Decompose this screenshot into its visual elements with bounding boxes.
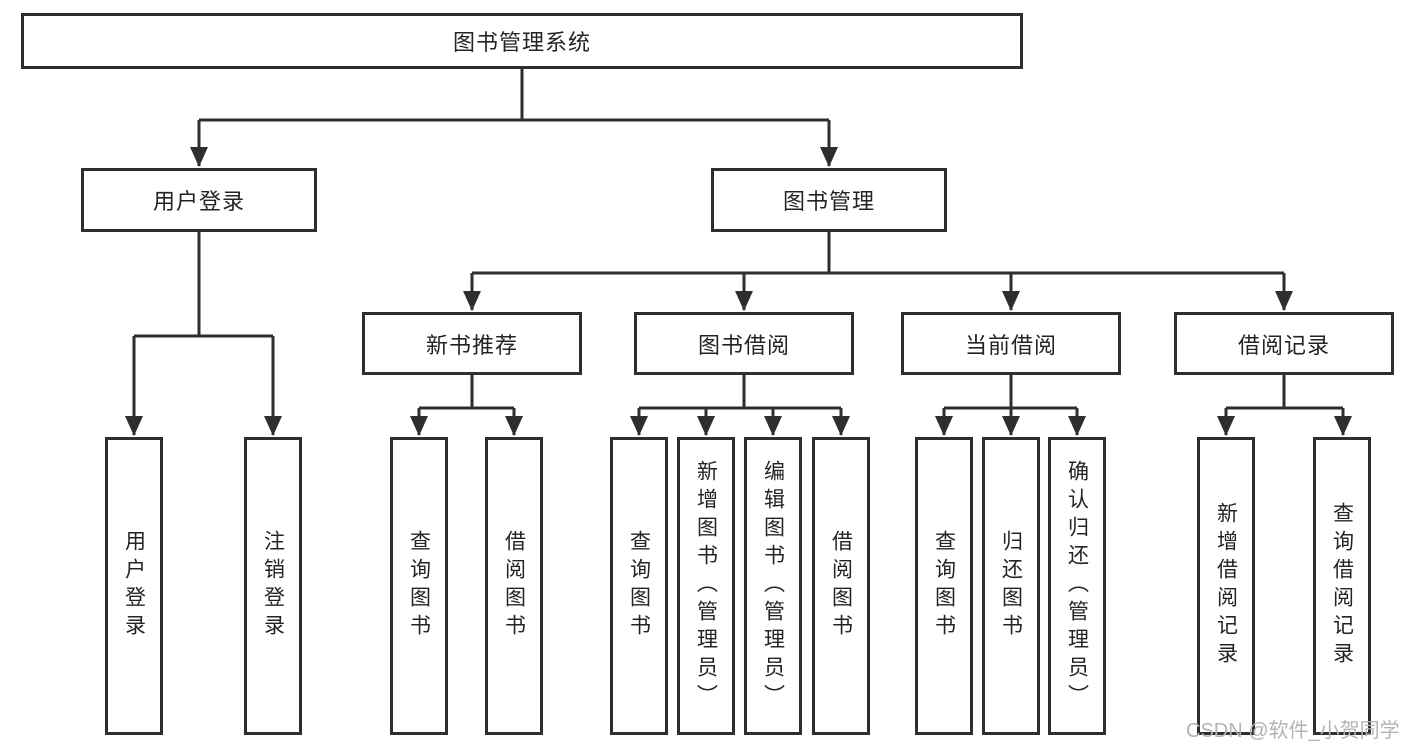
node-book-borrowing: 图书借阅	[634, 312, 854, 375]
node-edit-books-admin: 编辑图书（管理员）	[744, 437, 802, 735]
node-borrow-books-borrowing: 借阅图书	[812, 437, 870, 735]
node-query-books-borrowing: 查询图书	[610, 437, 668, 735]
node-confirm-return-admin: 确认归还（管理员）	[1048, 437, 1106, 735]
node-return-books: 归还图书	[982, 437, 1040, 735]
node-user-login-leaf: 用户登录	[105, 437, 163, 735]
node-query-books-newbook: 查询图书	[390, 437, 448, 735]
node-current-borrowing: 当前借阅	[901, 312, 1121, 375]
node-query-borrow-record: 查询借阅记录	[1313, 437, 1371, 735]
node-add-books-admin: 新增图书（管理员）	[677, 437, 735, 735]
node-logout-leaf: 注销登录	[244, 437, 302, 735]
node-borrow-books-newbook: 借阅图书	[485, 437, 543, 735]
node-borrow-records: 借阅记录	[1174, 312, 1394, 375]
node-user-login-branch: 用户登录	[81, 168, 317, 232]
node-query-books-current: 查询图书	[915, 437, 973, 735]
node-book-management-branch: 图书管理	[711, 168, 947, 232]
node-new-book-recommendation: 新书推荐	[362, 312, 582, 375]
csdn-watermark: CSDN @软件_小贺同学	[1186, 720, 1400, 742]
node-root-library-system: 图书管理系统	[21, 13, 1023, 69]
node-add-borrow-record: 新增借阅记录	[1197, 437, 1255, 735]
